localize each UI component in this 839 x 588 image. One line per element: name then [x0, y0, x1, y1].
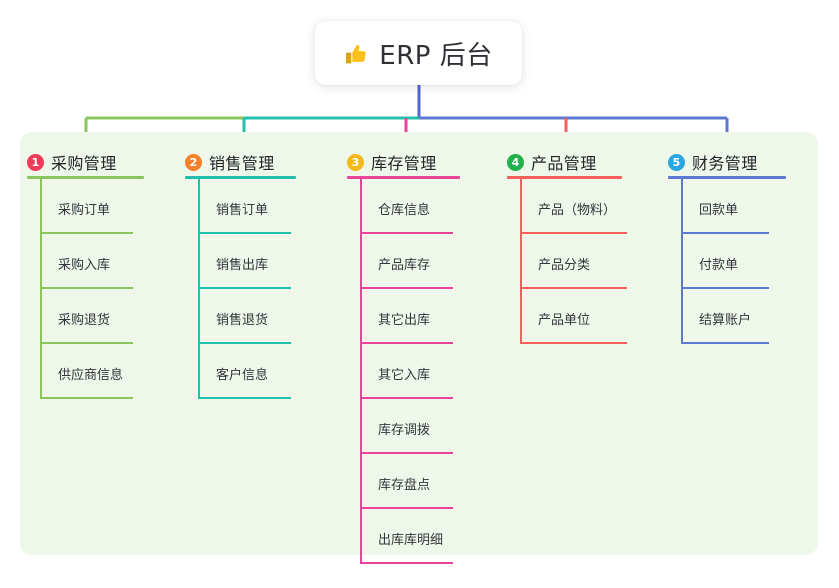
item-rule [681, 287, 769, 289]
item-spine [360, 454, 362, 509]
item-label: 库存调拨 [378, 423, 431, 438]
column-header-rule [185, 176, 296, 179]
item-rule [360, 397, 453, 399]
item-spine [360, 289, 362, 344]
column-header[interactable]: 2 销售管理 [185, 150, 275, 174]
item-rule [40, 287, 133, 289]
item-label: 客户信息 [216, 368, 269, 383]
item-spine [198, 289, 200, 344]
item-spine [520, 289, 522, 344]
item-label: 回款单 [699, 203, 739, 218]
item-label: 出库库明细 [378, 533, 444, 548]
item-spine [40, 234, 42, 289]
column-header-rule [507, 176, 622, 179]
item-label: 采购订单 [58, 203, 111, 218]
item-label: 采购入库 [58, 258, 111, 273]
item-spine [360, 234, 362, 289]
item-spine [520, 179, 522, 234]
item-rule [198, 232, 291, 234]
column-header-rule [668, 176, 786, 179]
item-label: 库存盘点 [378, 478, 431, 493]
item-rule [198, 342, 291, 344]
item-rule [360, 342, 453, 344]
item-label: 结算账户 [699, 313, 752, 328]
item-label: 产品（物料） [538, 203, 617, 218]
item-spine [360, 399, 362, 454]
item-rule [360, 287, 453, 289]
item-spine [40, 344, 42, 399]
column-header-rule [27, 176, 144, 179]
item-label: 仓库信息 [378, 203, 431, 218]
column-number-badge: 2 [185, 153, 202, 171]
root-node-label: ERP 后台 [379, 40, 493, 71]
column-number-badge: 3 [347, 153, 364, 171]
column-header-rule [347, 176, 460, 179]
root-node-content: ERP 后台 [344, 35, 492, 72]
item-rule [360, 232, 453, 234]
item-spine [360, 344, 362, 399]
column-title: 财务管理 [692, 154, 758, 173]
column-header[interactable]: 4 产品管理 [507, 150, 597, 174]
column-number-badge: 4 [507, 153, 524, 171]
item-spine [360, 509, 362, 564]
item-spine [198, 234, 200, 289]
item-spine [681, 234, 683, 289]
item-label: 采购退货 [58, 313, 111, 328]
column-header[interactable]: 3 库存管理 [347, 150, 437, 174]
column-title: 库存管理 [371, 154, 437, 173]
item-rule [360, 562, 453, 564]
item-spine [198, 179, 200, 234]
root-node-card[interactable]: ERP 后台 [315, 21, 522, 85]
item-rule [40, 232, 133, 234]
item-label: 销售出库 [216, 258, 269, 273]
item-label: 销售订单 [216, 203, 269, 218]
item-label: 其它入库 [378, 368, 431, 383]
item-label: 产品库存 [378, 258, 431, 273]
item-rule [360, 452, 453, 454]
column-title: 产品管理 [531, 154, 597, 173]
item-rule [40, 342, 133, 344]
column-header[interactable]: 1 采购管理 [27, 150, 117, 174]
column-number-badge: 5 [668, 153, 685, 171]
item-rule [40, 397, 133, 399]
item-rule [520, 342, 627, 344]
column-header[interactable]: 5 财务管理 [668, 150, 758, 174]
item-rule [681, 232, 769, 234]
item-rule [198, 287, 291, 289]
item-rule [520, 287, 627, 289]
item-label: 销售退货 [216, 313, 269, 328]
item-label: 其它出库 [378, 313, 431, 328]
column-number-badge: 1 [27, 153, 44, 171]
item-spine [198, 344, 200, 399]
item-rule [360, 507, 453, 509]
column-title: 采购管理 [51, 154, 117, 173]
item-spine [40, 179, 42, 234]
item-spine [681, 179, 683, 234]
item-label: 供应商信息 [58, 368, 124, 383]
item-label: 付款单 [699, 258, 739, 273]
item-spine [681, 289, 683, 344]
item-rule [681, 342, 769, 344]
item-spine [40, 289, 42, 344]
item-rule [520, 232, 627, 234]
item-label: 产品单位 [538, 313, 591, 328]
item-spine [360, 179, 362, 234]
item-label: 产品分类 [538, 258, 591, 273]
item-spine [520, 234, 522, 289]
thumbs-up-icon [344, 42, 368, 66]
column-title: 销售管理 [209, 154, 275, 173]
item-rule [198, 397, 291, 399]
